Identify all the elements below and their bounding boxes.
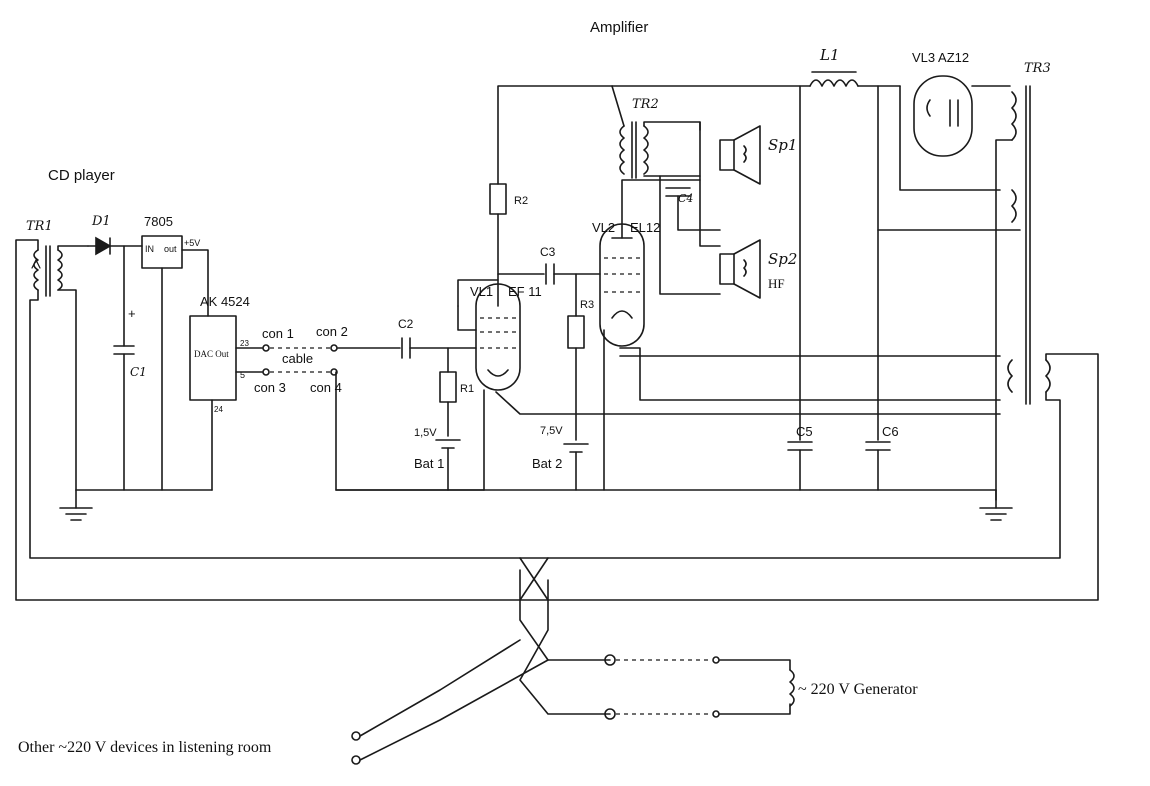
tr1-secondary-top bbox=[57, 245, 89, 251]
speaker-sp2 bbox=[719, 239, 761, 299]
reg-in-label: IN bbox=[145, 244, 154, 254]
c4-wire bbox=[677, 195, 721, 231]
tr2-primary-wire bbox=[611, 85, 625, 127]
con3-label: con 3 bbox=[254, 380, 286, 395]
cable-label: cable bbox=[282, 351, 313, 366]
con1-connector bbox=[262, 344, 270, 352]
vl1-label: VL1 bbox=[470, 284, 493, 299]
reg-out-label: out bbox=[164, 244, 177, 254]
generator-label: ~ 220 V Generator bbox=[798, 681, 918, 698]
tube-vl1 bbox=[475, 283, 521, 391]
sp-wire-b bbox=[659, 175, 721, 295]
tr1-secondary-bottom bbox=[57, 289, 77, 491]
con2-connector bbox=[330, 344, 338, 352]
sp2-label: Sp2 bbox=[768, 250, 797, 268]
gen-socket-a bbox=[604, 654, 616, 666]
bat1-voltage: 1,5V bbox=[414, 427, 437, 439]
amplifier-title: Amplifier bbox=[590, 19, 648, 36]
resistor-r1 bbox=[439, 371, 457, 403]
filament-wire-a bbox=[495, 391, 1001, 415]
vl3-cathode-wire bbox=[899, 85, 1001, 191]
con1-label: con 1 bbox=[262, 326, 294, 341]
bat1-label: Bat 1 bbox=[414, 456, 444, 471]
reg-v-label: +5V bbox=[184, 238, 200, 248]
tr3-primary-a bbox=[519, 353, 1099, 601]
other-outlet-b bbox=[351, 755, 361, 765]
tube-vl2 bbox=[599, 223, 645, 347]
r3-label: R3 bbox=[580, 299, 594, 311]
resistor-r3 bbox=[567, 315, 585, 349]
hf-label: HF bbox=[768, 276, 785, 291]
tr3-primary-b bbox=[519, 391, 1061, 559]
pin24-label: 24 bbox=[214, 405, 223, 414]
con4-label: con 4 bbox=[310, 380, 342, 395]
sp-wire-a bbox=[699, 121, 721, 247]
vl2-label: VL2 bbox=[592, 220, 615, 235]
vl1-screen-wire bbox=[457, 305, 477, 331]
tr3-return-wire bbox=[995, 139, 1013, 501]
diode-d1 bbox=[87, 236, 143, 256]
l1-label: L1 bbox=[819, 46, 840, 64]
gen-plug-a-end bbox=[712, 656, 720, 664]
r2-label: R2 bbox=[514, 195, 528, 207]
pin5-label: 5 bbox=[240, 370, 245, 380]
tr2-sec-top bbox=[643, 121, 701, 131]
mains-cross-2 bbox=[519, 557, 549, 601]
b-plus-bus bbox=[497, 85, 811, 185]
gen-plug-b-end bbox=[712, 710, 720, 718]
tr1-primary-wire-b bbox=[29, 289, 521, 559]
pin23-label: 23 bbox=[240, 339, 249, 348]
tr1-primary-wire-a bbox=[15, 239, 521, 601]
c1-plus: + bbox=[128, 306, 136, 321]
choke-l1 bbox=[809, 71, 859, 87]
vl2-plate-wire bbox=[621, 179, 701, 239]
speaker-sp1 bbox=[719, 125, 761, 185]
vl2-type: EL12 bbox=[630, 220, 660, 235]
gen-wire-b bbox=[719, 703, 791, 715]
tr1-label: TR1 bbox=[26, 219, 53, 234]
other-outlet-a bbox=[351, 731, 361, 741]
cd-player-title: CD player bbox=[48, 167, 115, 184]
other-line-b bbox=[359, 659, 549, 761]
reg-label: 7805 bbox=[144, 214, 173, 229]
sp1-label: Sp1 bbox=[768, 136, 797, 154]
vl1-type: EF 11 bbox=[508, 284, 542, 299]
resistor-r2 bbox=[489, 183, 507, 215]
c4-label: C4 bbox=[678, 192, 693, 205]
c3-label: C3 bbox=[540, 245, 556, 259]
filament-wire-b bbox=[619, 347, 1001, 401]
transformer-tr3 bbox=[1007, 85, 1051, 405]
bat2-label: Bat 2 bbox=[532, 456, 562, 471]
dac-box-label: DAC Out bbox=[194, 349, 229, 359]
con4-connector bbox=[330, 368, 338, 376]
other-devices-label: Other ~220 V devices in listening room bbox=[18, 739, 272, 756]
r1-label: R1 bbox=[460, 383, 474, 395]
mains-line-a bbox=[519, 569, 611, 661]
transformer-tr2 bbox=[619, 121, 649, 179]
tube-vl3 bbox=[913, 75, 973, 157]
gen-wire-a bbox=[719, 659, 791, 671]
con2-label: con 2 bbox=[316, 324, 348, 339]
other-line-a bbox=[359, 639, 521, 737]
d1-label: D1 bbox=[91, 214, 111, 229]
dac-label: AK 4524 bbox=[200, 294, 250, 309]
c2-label: C2 bbox=[398, 317, 414, 331]
gen-socket-b bbox=[604, 708, 616, 720]
transformer-tr1 bbox=[31, 245, 63, 297]
tr3-label: TR3 bbox=[1024, 61, 1051, 76]
mains-line-b bbox=[519, 579, 611, 715]
bat2-voltage: 7,5V bbox=[540, 425, 563, 437]
vl3-label: VL3 AZ12 bbox=[912, 50, 969, 65]
reg-out-wire bbox=[181, 249, 209, 317]
generator-coil bbox=[789, 669, 795, 707]
vl1-g2-wire bbox=[457, 279, 499, 307]
con3-connector bbox=[262, 368, 270, 376]
c5-label: C5 bbox=[796, 424, 813, 439]
tr2-label: TR2 bbox=[632, 97, 659, 112]
c1-label: C1 bbox=[130, 365, 147, 379]
dac-box bbox=[189, 315, 237, 401]
c6-label: C6 bbox=[882, 424, 899, 439]
